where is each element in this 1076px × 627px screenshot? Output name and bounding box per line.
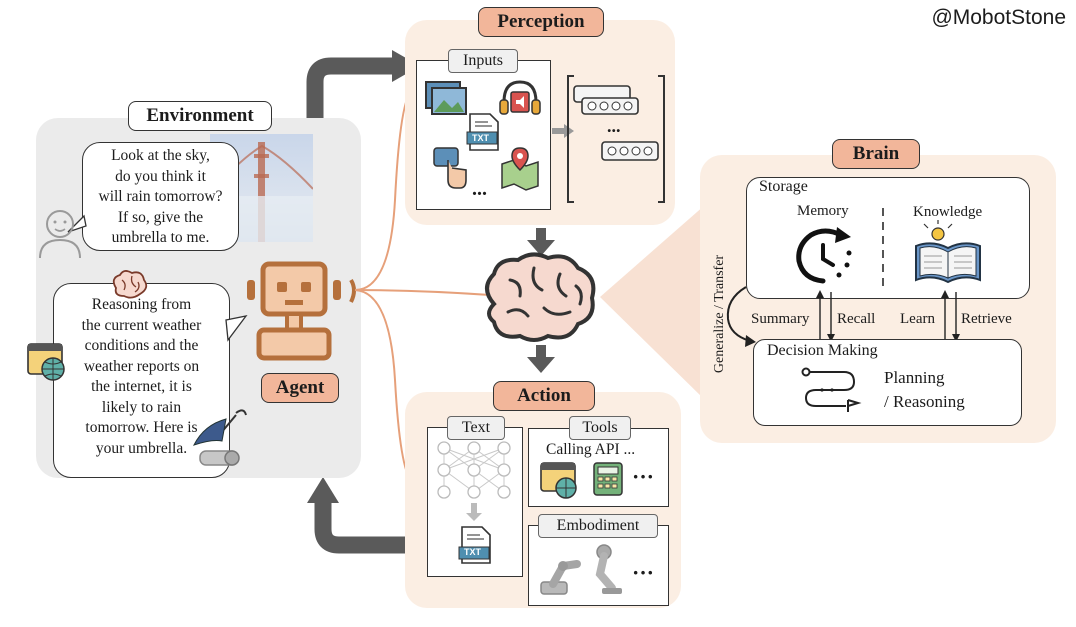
robot-arm-icon (540, 560, 581, 595)
human-speech-line: will rain tomorrow? (98, 188, 223, 205)
summary-label: Summary (751, 311, 810, 327)
memory-label: Memory (797, 203, 849, 219)
agent-robot-icon (247, 261, 356, 361)
embodiment-ellipsis: ··· (632, 560, 655, 585)
agent-speech-line: likely to rain (101, 398, 182, 416)
small-brain-icon (112, 270, 148, 299)
decision-making-box (753, 339, 1022, 426)
generalize-label: Generalize / Transfer (712, 254, 727, 374)
agent-label: Agent (261, 373, 339, 403)
perception-title: Perception (478, 7, 604, 37)
touch-gesture-icon (433, 147, 467, 189)
map-location-icon (501, 147, 539, 191)
text-output-label: Text (447, 416, 505, 440)
web-browser-icon (27, 343, 65, 381)
reasoning-label: / Reasoning (884, 392, 965, 411)
agent-speech-line: the current weather (81, 316, 202, 334)
human-speech-bubble: Look at the sky, do you think it will ra… (82, 142, 239, 251)
memory-clock-icon (796, 227, 852, 284)
inputs-label: Inputs (448, 49, 518, 73)
person-icon (39, 210, 81, 259)
human-speech-line: do you think it (115, 167, 206, 185)
embodiment-label: Embodiment (538, 514, 658, 538)
storage-label: Storage (759, 178, 808, 195)
storage-box (746, 177, 1030, 299)
knowledge-label: Knowledge (913, 204, 983, 220)
neural-network-icon (437, 441, 511, 499)
agent-speech-line: tomorrow. Here is (85, 419, 198, 436)
calculator-icon (593, 462, 623, 496)
robot-leg-icon (595, 544, 622, 594)
agent-bubble-tail (225, 315, 248, 342)
calling-api-label: Calling API ... (546, 441, 636, 458)
human-speech-line: umbrella to me. (111, 229, 210, 246)
watermark: @MobotStone (931, 6, 1066, 29)
action-txt-label: TXT (464, 547, 481, 557)
recall-label: Recall (837, 311, 876, 327)
down-arrow-icon (466, 503, 482, 521)
knowledge-book-icon (915, 220, 981, 284)
agent-speech-line: the internet, it is (91, 378, 192, 395)
tools-ellipsis: ··· (632, 464, 655, 489)
human-speech-line: Look at the sky, (111, 147, 210, 164)
learn-label: Learn (900, 311, 935, 327)
umbrella-robot-arm-icon (193, 409, 247, 466)
agent-speech-line: weather reports on (83, 357, 200, 375)
planning-path-icon (801, 367, 862, 412)
memory-flow-arrows (816, 290, 960, 342)
retrieve-label: Retrieve (961, 311, 1012, 327)
agent-speech-line: your umbrella. (95, 439, 188, 457)
inputs-ellipsis: ... (472, 178, 487, 200)
text-document-icon (466, 113, 499, 151)
tokens-ellipsis: ... (607, 116, 621, 136)
tools-label: Tools (569, 416, 631, 440)
headphones-audio-icon (499, 80, 541, 115)
brain-title: Brain (832, 139, 920, 169)
generalize-curve-arrow (726, 286, 756, 347)
image-gallery-icon (425, 81, 467, 115)
human-speech-line: If so, give the (117, 208, 204, 226)
tools-browser-icon (540, 462, 577, 499)
agent-speech-line: Reasoning from (91, 296, 192, 313)
planning-label: Planning (884, 368, 945, 387)
storage-divider (882, 208, 884, 288)
environment-title: Environment (128, 101, 272, 131)
perception-txt-label: TXT (472, 133, 489, 143)
decision-making-label: Decision Making (767, 342, 878, 359)
agent-speech-bubble: Reasoning from the current weather condi… (53, 283, 230, 478)
token-embeddings (567, 75, 665, 203)
central-brain-icon (485, 252, 596, 342)
agent-speech-line: conditions and the (84, 337, 199, 354)
action-title: Action (493, 381, 595, 411)
text-output-doc-icon (458, 526, 491, 564)
